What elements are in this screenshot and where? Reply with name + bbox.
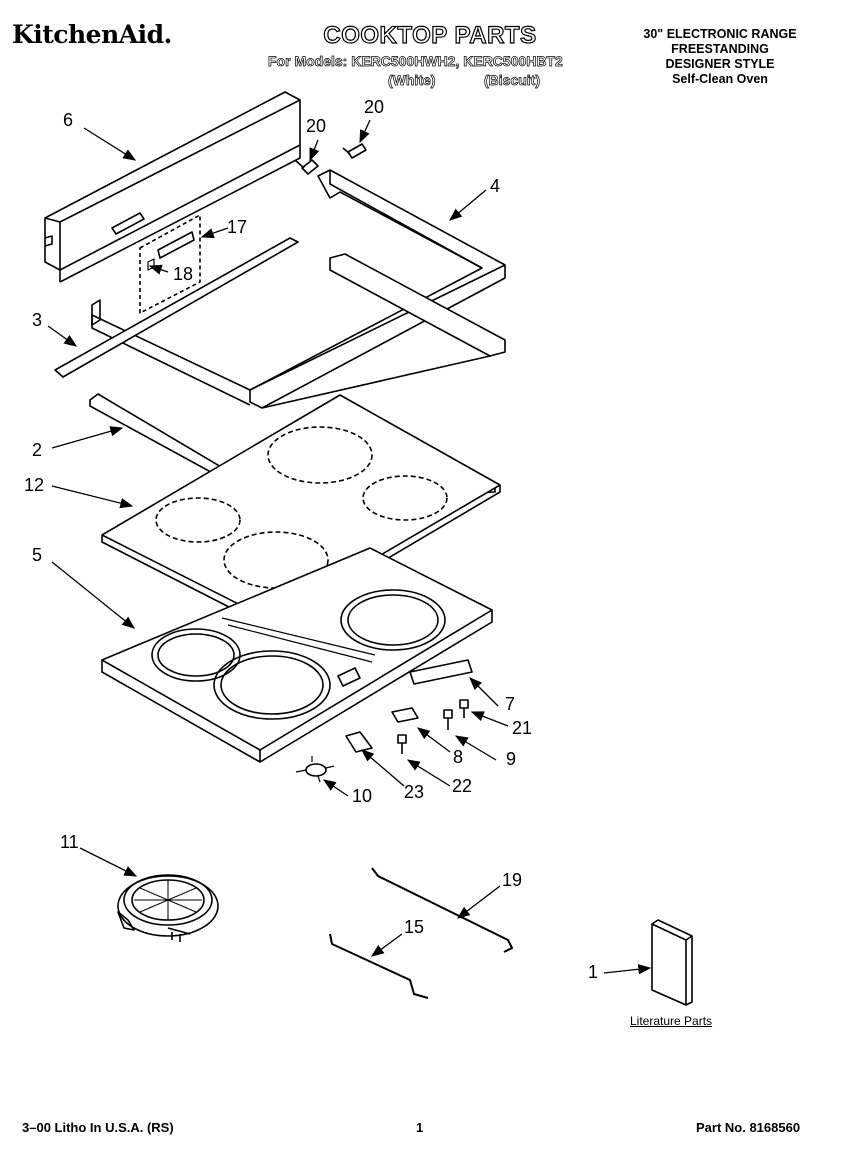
callout-3: 3: [32, 310, 43, 330]
screw-20b: [342, 143, 367, 159]
bracket-part-7: [409, 659, 473, 685]
screw-9: [443, 709, 453, 730]
screw-21: [459, 699, 469, 718]
footer-litho: 3–00 Litho In U.S.A. (RS): [22, 1120, 174, 1135]
leader-arrows: [47, 119, 652, 975]
callout-2: 2: [32, 440, 43, 460]
burner-box-part-5: [101, 547, 493, 763]
callout-12: 12: [24, 475, 45, 495]
range-line-1: 30" ELECTRONIC RANGE: [643, 27, 797, 41]
clip-8: [391, 707, 419, 723]
callout-4: 4: [490, 176, 501, 196]
callout-23: 23: [404, 782, 425, 802]
models-line: For Models: KERC500HWH2, KERC500HBT2: [268, 53, 564, 70]
callout-6: 6: [63, 110, 74, 130]
literature-part-1: [651, 919, 693, 1006]
callout-18: 18: [173, 264, 194, 284]
callout-21: 21: [512, 718, 533, 738]
callout-17: 17: [227, 217, 248, 237]
callout-1: 1: [588, 962, 599, 982]
range-description: 30" ELECTRONIC RANGE FREESTANDING DESIGN…: [620, 27, 820, 87]
footer-part-number: Part No. 8168560: [696, 1120, 801, 1135]
rod-part-19: [371, 867, 513, 953]
brand-logo: KitchenAid.: [12, 20, 172, 49]
callout-11: 11: [60, 832, 79, 852]
bracket-23: [345, 731, 373, 753]
callout-15: 15: [404, 917, 425, 937]
footer-page-number: 1: [416, 1120, 424, 1135]
page-title: COOKTOP PARTS: [323, 21, 537, 49]
screw-20a: [294, 159, 319, 175]
range-line-4: Self-Clean Oven: [672, 72, 768, 86]
range-line-3: DESIGNER STYLE: [665, 57, 775, 71]
callout-8: 8: [453, 747, 464, 767]
radiant-element-part-11: [117, 874, 219, 942]
callout-7: 7: [505, 694, 516, 714]
callout-10: 10: [352, 786, 373, 806]
callout-9: 9: [506, 749, 517, 769]
callout-20b: 20: [364, 97, 385, 117]
literature-parts-label: Literature Parts: [630, 1014, 713, 1028]
rod-part-15: [329, 933, 429, 999]
sensor-part-10: [295, 756, 335, 783]
frame-part-4: [91, 169, 506, 409]
variant-white: (White): [388, 72, 436, 89]
trim-strip-part-3: [54, 237, 299, 378]
backguard-panel-part: [44, 91, 301, 283]
callout-22: 22: [452, 776, 473, 796]
screw-22: [397, 734, 407, 754]
range-line-2: FREESTANDING: [671, 42, 769, 56]
variant-biscuit: (Biscuit): [484, 72, 541, 89]
callout-19: 19: [502, 870, 523, 890]
callout-20a: 20: [306, 116, 327, 136]
callout-5: 5: [32, 545, 43, 565]
